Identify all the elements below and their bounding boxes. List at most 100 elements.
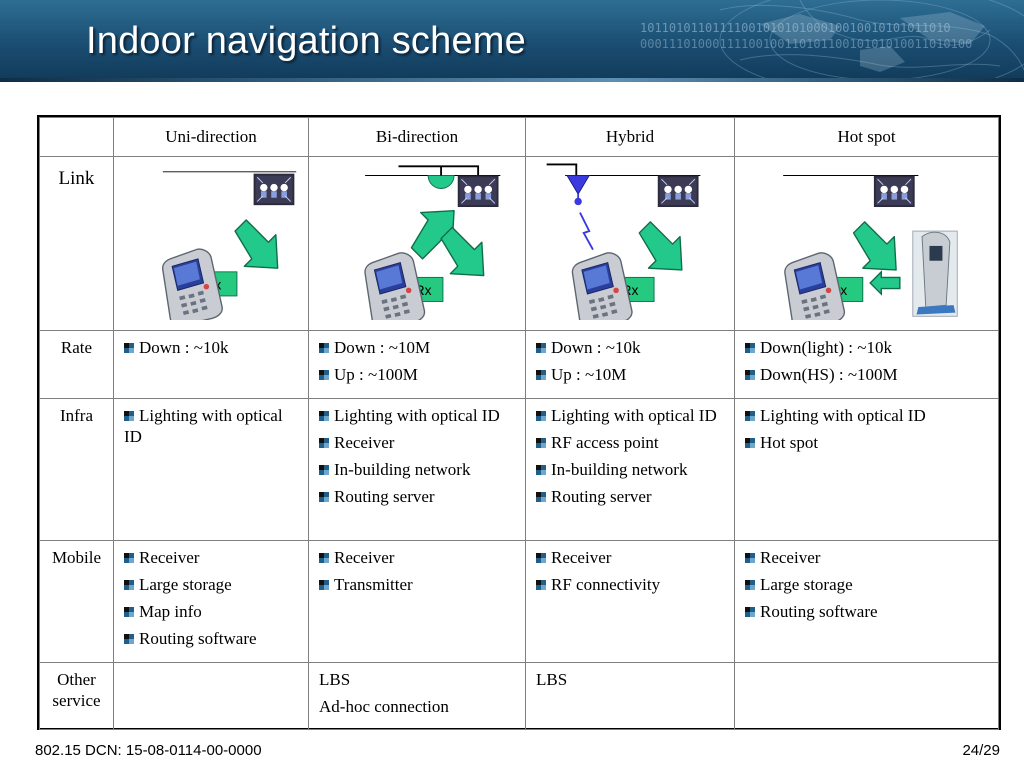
bullet-icon xyxy=(319,370,329,381)
table-row-infra: Infra Lighting with optical ID Lighting … xyxy=(39,397,999,541)
arrow-down-icon xyxy=(638,221,683,271)
mobile-phone-icon xyxy=(364,252,426,320)
list-item-text: Large storage xyxy=(139,574,232,594)
uni-direction-diagram: Rx xyxy=(162,171,297,320)
list-item: Down : ~10M xyxy=(319,337,515,358)
bullet-icon xyxy=(124,343,134,353)
list-item-text: Receiver xyxy=(760,547,821,567)
led-lamp-icon xyxy=(457,175,499,208)
list-item: Routing server xyxy=(536,486,724,507)
list-item-text: Down(light) : ~10k xyxy=(760,338,892,357)
list-item-text: Transmitter xyxy=(334,574,413,594)
list-item: Map info xyxy=(124,601,298,622)
list-item: Down(light) : ~10k xyxy=(745,337,988,358)
rf-signal-icon xyxy=(579,212,594,251)
list-item-text: LBS xyxy=(319,669,351,689)
row-label-mobile: Mobile xyxy=(39,539,114,663)
list-item-text: Down : ~10k xyxy=(139,338,229,357)
hybrid-diagram: Rx xyxy=(546,163,701,320)
mobile-phone-icon xyxy=(162,248,223,320)
bullet-icon xyxy=(745,410,755,421)
list-item-text: Up : ~100M xyxy=(334,365,418,385)
list-item-text: Ad-hoc connection xyxy=(319,696,449,716)
list-item: Transmitter xyxy=(319,574,515,595)
link-diagram-bi: TRx xyxy=(308,156,526,331)
other-hotspot-cell xyxy=(734,661,999,730)
bullet-icon xyxy=(124,552,134,563)
row-label-other-service: Other service xyxy=(39,661,114,730)
list-item-text: Lighting with optical ID xyxy=(124,405,283,446)
arrow-left-icon xyxy=(869,270,901,296)
binary-pattern-top: 1011010110111100101010100010010010101011… xyxy=(640,21,951,35)
list-item: Ad-hoc connection xyxy=(319,696,515,717)
link-diagram-uni: Rx xyxy=(113,156,309,331)
list-item: Down : ~10k xyxy=(124,337,298,358)
bullet-icon xyxy=(124,607,134,617)
infra-uni-list: Lighting with optical ID xyxy=(124,405,298,448)
header-cell-bi-direction: Bi-direction xyxy=(308,117,526,157)
binary-pattern-bottom: 0001110100011110010011010110010101010011… xyxy=(640,37,972,51)
table-row-link: Link Rx xyxy=(39,156,999,331)
other-hybrid-cell: LBS xyxy=(525,661,735,730)
optical-receiver-icon xyxy=(427,175,455,189)
bullet-icon xyxy=(124,579,134,590)
row-label-infra: Infra xyxy=(39,397,114,541)
list-item-text: Map info xyxy=(139,602,202,621)
bullet-icon xyxy=(745,552,755,563)
list-item: Routing software xyxy=(124,628,298,649)
header-cell-corner xyxy=(39,117,114,157)
list-item-text: Routing server xyxy=(551,487,652,507)
led-lamp-icon xyxy=(873,175,916,208)
footer-document-id: 802.15 DCN: 15-08-0114-00-0000 xyxy=(35,742,262,759)
list-item: Down(HS) : ~100M xyxy=(745,364,988,385)
list-item: Routing software xyxy=(745,601,988,622)
other-uni-cell xyxy=(113,661,309,730)
bullet-icon xyxy=(536,437,546,448)
page-title: Indoor navigation scheme xyxy=(86,20,526,62)
list-item-text: LBS xyxy=(536,669,568,689)
mobile-phone-icon xyxy=(784,252,846,320)
bullet-icon xyxy=(319,465,329,475)
bullet-icon xyxy=(745,607,755,617)
footer-page-number: 24/29 xyxy=(962,742,1000,759)
list-item: RF access point xyxy=(536,432,724,453)
list-item: Lighting with optical ID xyxy=(319,405,515,426)
list-item: Lighting with optical ID xyxy=(536,405,724,426)
list-item-text: Down : ~10k xyxy=(551,338,641,357)
bullet-icon xyxy=(745,370,755,381)
rate-uni-list: Down : ~10k xyxy=(124,337,298,358)
header-divider xyxy=(0,78,1024,82)
table-row-other-service: Other service LBS Ad-hoc connection LBS xyxy=(39,661,999,730)
hot-spot-kiosk-icon xyxy=(912,230,958,317)
list-item-text: Up : ~10M xyxy=(551,365,627,385)
list-item-text: In-building network xyxy=(334,460,471,479)
list-item: Receiver xyxy=(536,547,724,568)
other-bi-cell: LBS Ad-hoc connection xyxy=(308,661,526,730)
arrow-down-icon xyxy=(440,226,485,277)
navigation-scheme-table: Uni-direction Bi-direction Hybrid Hot sp… xyxy=(37,115,1001,730)
bullet-icon xyxy=(319,437,329,448)
rate-bi-cell: Down : ~10M Up : ~100M xyxy=(308,330,526,399)
list-item-text: Receiver xyxy=(551,547,612,567)
link-diagram-hotspot: Rx xyxy=(734,156,999,331)
bullet-icon xyxy=(745,343,755,353)
arrow-down-icon xyxy=(852,221,897,271)
network-cable xyxy=(546,163,578,176)
other-hybrid-list: LBS xyxy=(536,669,724,690)
bullet-icon xyxy=(536,552,546,563)
bullet-icon xyxy=(536,465,546,475)
list-item-text: Lighting with optical ID xyxy=(551,405,717,425)
led-lamp-icon xyxy=(253,173,295,206)
list-item: Receiver xyxy=(319,432,515,453)
bi-direction-diagram: TRx xyxy=(364,165,501,320)
rf-access-point-icon xyxy=(566,175,591,195)
